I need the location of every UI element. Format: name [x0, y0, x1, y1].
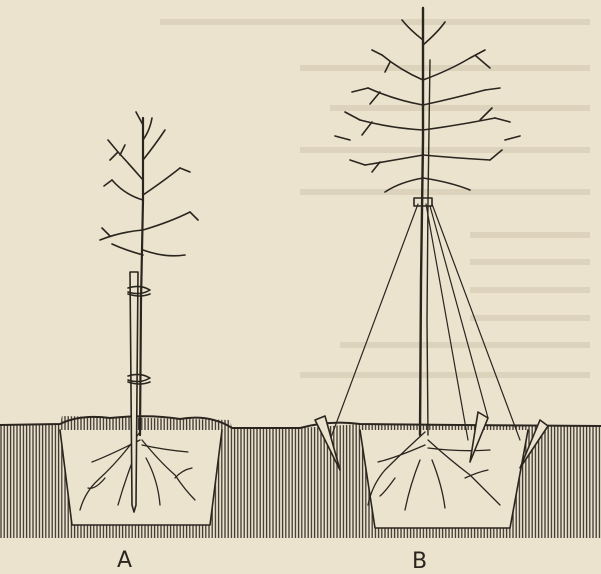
figure-label-b: B: [412, 549, 427, 574]
trunk-a: [140, 118, 143, 435]
background-text-bleed: [160, 22, 590, 375]
figure-label-a: A: [117, 548, 132, 573]
figure-a-tree-with-stake: [60, 112, 222, 525]
trunk-b: [420, 8, 423, 435]
stake-a: [130, 272, 138, 512]
planting-hole-a: [60, 430, 222, 525]
branches-a: [100, 112, 198, 256]
guy-wires-b: [330, 204, 520, 440]
planting-hole-b: [360, 430, 528, 528]
